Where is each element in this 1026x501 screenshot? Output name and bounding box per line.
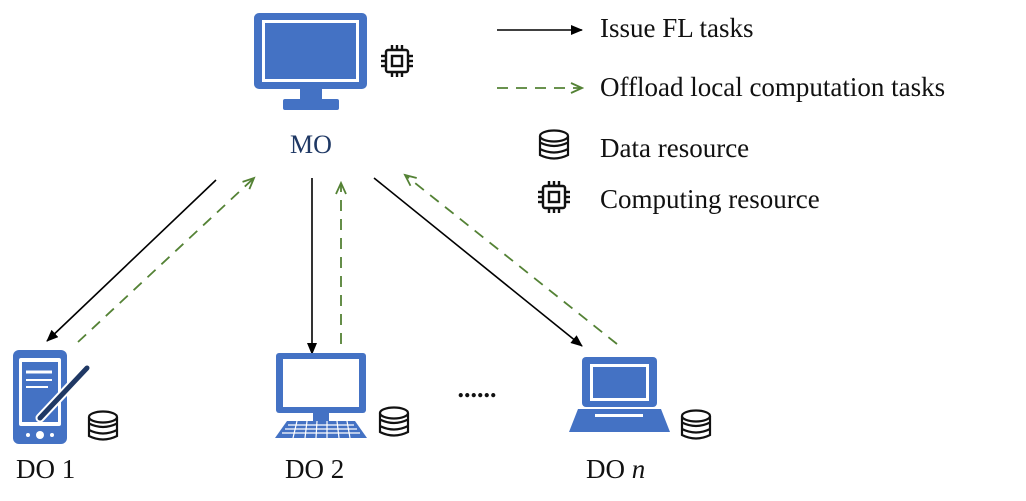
do1-tablet-icon (13, 350, 92, 444)
ellipsis: ...... (458, 374, 497, 403)
mo-monitor-icon (254, 13, 367, 110)
do2-database-icon (378, 406, 410, 437)
don-label: DO n (586, 454, 645, 484)
don-laptop-icon (569, 357, 670, 432)
don-label-prefix: DO (586, 454, 632, 484)
legend-issue-label: Issue FL tasks (600, 13, 754, 43)
offload-arrow-do1 (77, 178, 254, 343)
do1-label: DO 1 (16, 454, 75, 484)
legend-offload-label: Offload local computation tasks (600, 72, 945, 102)
legend: Issue FL tasks Offload local computation… (497, 13, 945, 215)
do2-label: DO 2 (285, 454, 344, 484)
legend-computing-label: Computing resource (600, 184, 820, 214)
don-database-icon (680, 409, 712, 440)
issue-arrow-don (373, 177, 583, 347)
do1-database-icon (87, 410, 119, 441)
database-icon (538, 129, 570, 160)
legend-data-label: Data resource (600, 133, 749, 163)
task-arrows (46, 175, 618, 355)
mo-chip-icon (379, 43, 415, 79)
do2-desktop-icon (275, 353, 367, 439)
don-label-var: n (632, 454, 646, 484)
issue-arrow-do1 (46, 179, 217, 342)
chip-icon (536, 179, 572, 215)
offload-arrow-don (405, 175, 618, 345)
mo-label: MO (290, 130, 332, 159)
